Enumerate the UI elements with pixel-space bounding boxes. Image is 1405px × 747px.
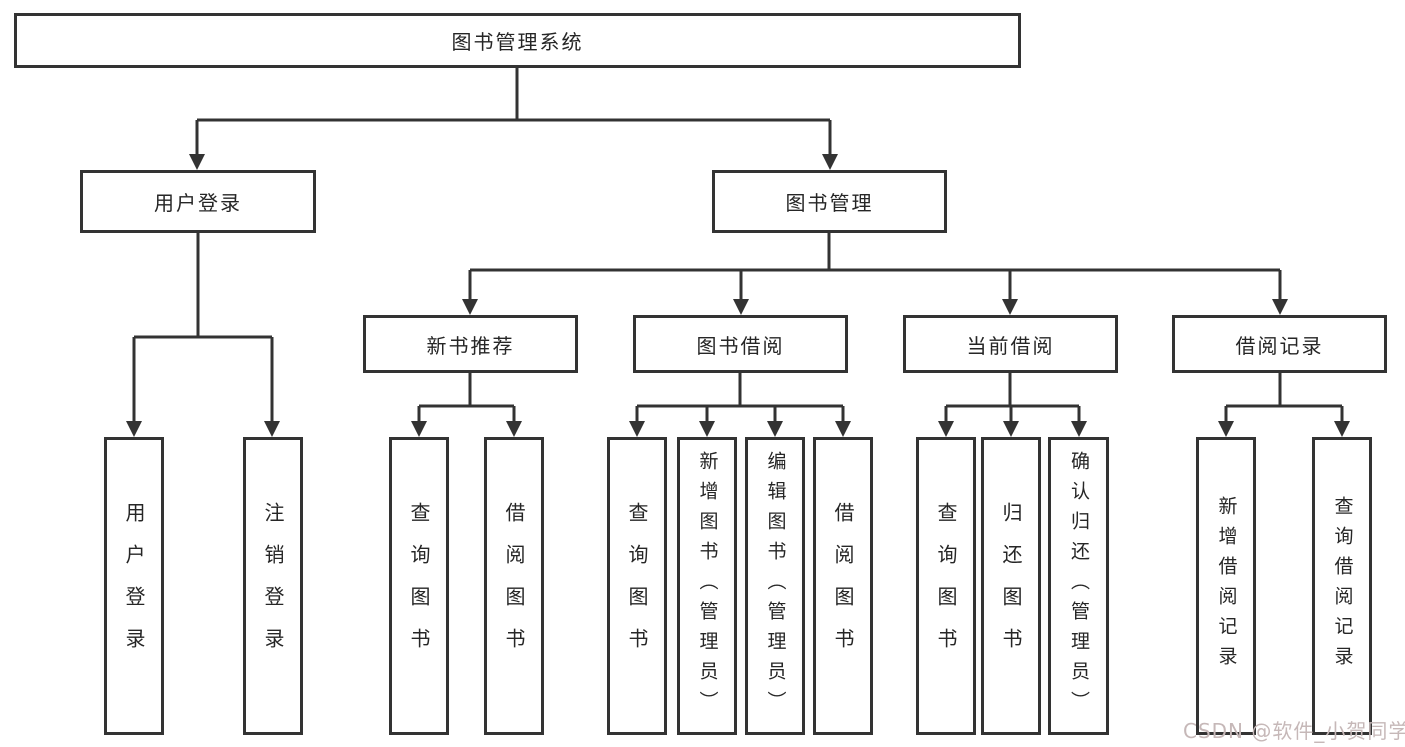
- node-borrow-books-recommend: 借阅图书: [484, 437, 544, 735]
- node-edit-books-admin: 编辑图书（管理员）: [745, 437, 805, 735]
- node-user-login-leaf: 用户登录: [104, 437, 164, 735]
- node-current-borrowing: 当前借阅: [903, 315, 1118, 373]
- node-book-borrowing: 图书借阅: [633, 315, 848, 373]
- node-borrowing-records: 借阅记录: [1172, 315, 1387, 373]
- node-new-book-recommendation: 新书推荐: [363, 315, 578, 373]
- node-confirm-return-admin: 确认归还（管理员）: [1048, 437, 1109, 735]
- node-return-books: 归还图书: [981, 437, 1041, 735]
- node-search-borrow-record: 查询借阅记录: [1312, 437, 1372, 735]
- node-borrow-books-leaf: 借阅图书: [813, 437, 873, 735]
- node-search-books-recommend: 查询图书: [389, 437, 449, 735]
- node-book-management: 图书管理: [712, 170, 947, 233]
- node-add-borrow-record: 新增借阅记录: [1196, 437, 1256, 735]
- node-logout-login: 注销登录: [243, 437, 303, 735]
- csdn-watermark: CSDN @软件_小贺同学: [1183, 719, 1405, 743]
- node-user-login: 用户登录: [80, 170, 316, 233]
- node-add-books-admin: 新增图书（管理员）: [677, 437, 737, 735]
- node-search-books-current: 查询图书: [916, 437, 976, 735]
- node-book-management-system: 图书管理系统: [14, 13, 1021, 68]
- node-search-books-borrowing: 查询图书: [607, 437, 667, 735]
